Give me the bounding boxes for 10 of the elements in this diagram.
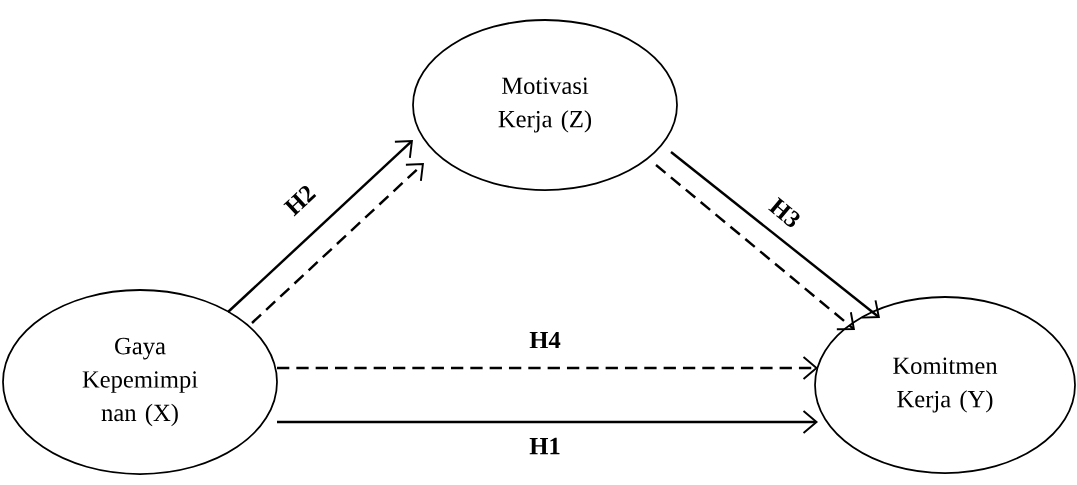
edge-label: H4	[529, 331, 561, 349]
arrow	[251, 163, 424, 324]
arrow	[277, 356, 818, 380]
arrow	[227, 140, 413, 313]
arrow	[655, 164, 855, 331]
edge-label: H2	[283, 186, 317, 217]
edge-label: H1	[529, 437, 560, 455]
arrow	[277, 410, 818, 434]
edge-label: H3	[768, 196, 800, 227]
arrow	[670, 151, 880, 319]
